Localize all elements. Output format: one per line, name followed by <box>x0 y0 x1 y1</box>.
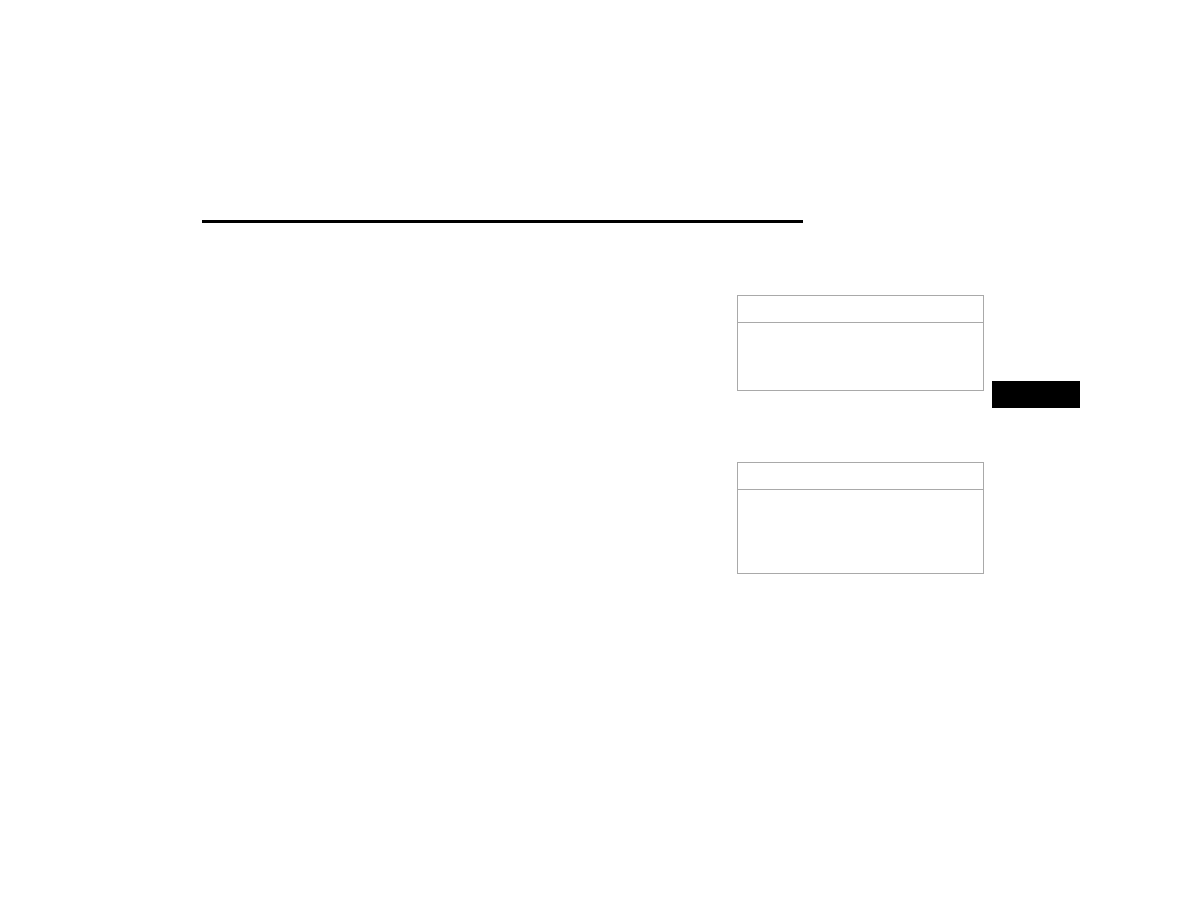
note-box-1-heading <box>738 296 983 323</box>
note-box-1 <box>737 295 984 391</box>
note-box-2-body <box>738 490 983 502</box>
note-box-2 <box>737 462 984 574</box>
note-box-2-heading <box>738 463 983 490</box>
header-rule <box>202 220 803 223</box>
section-tab <box>992 381 1080 408</box>
note-box-1-body <box>738 323 983 335</box>
